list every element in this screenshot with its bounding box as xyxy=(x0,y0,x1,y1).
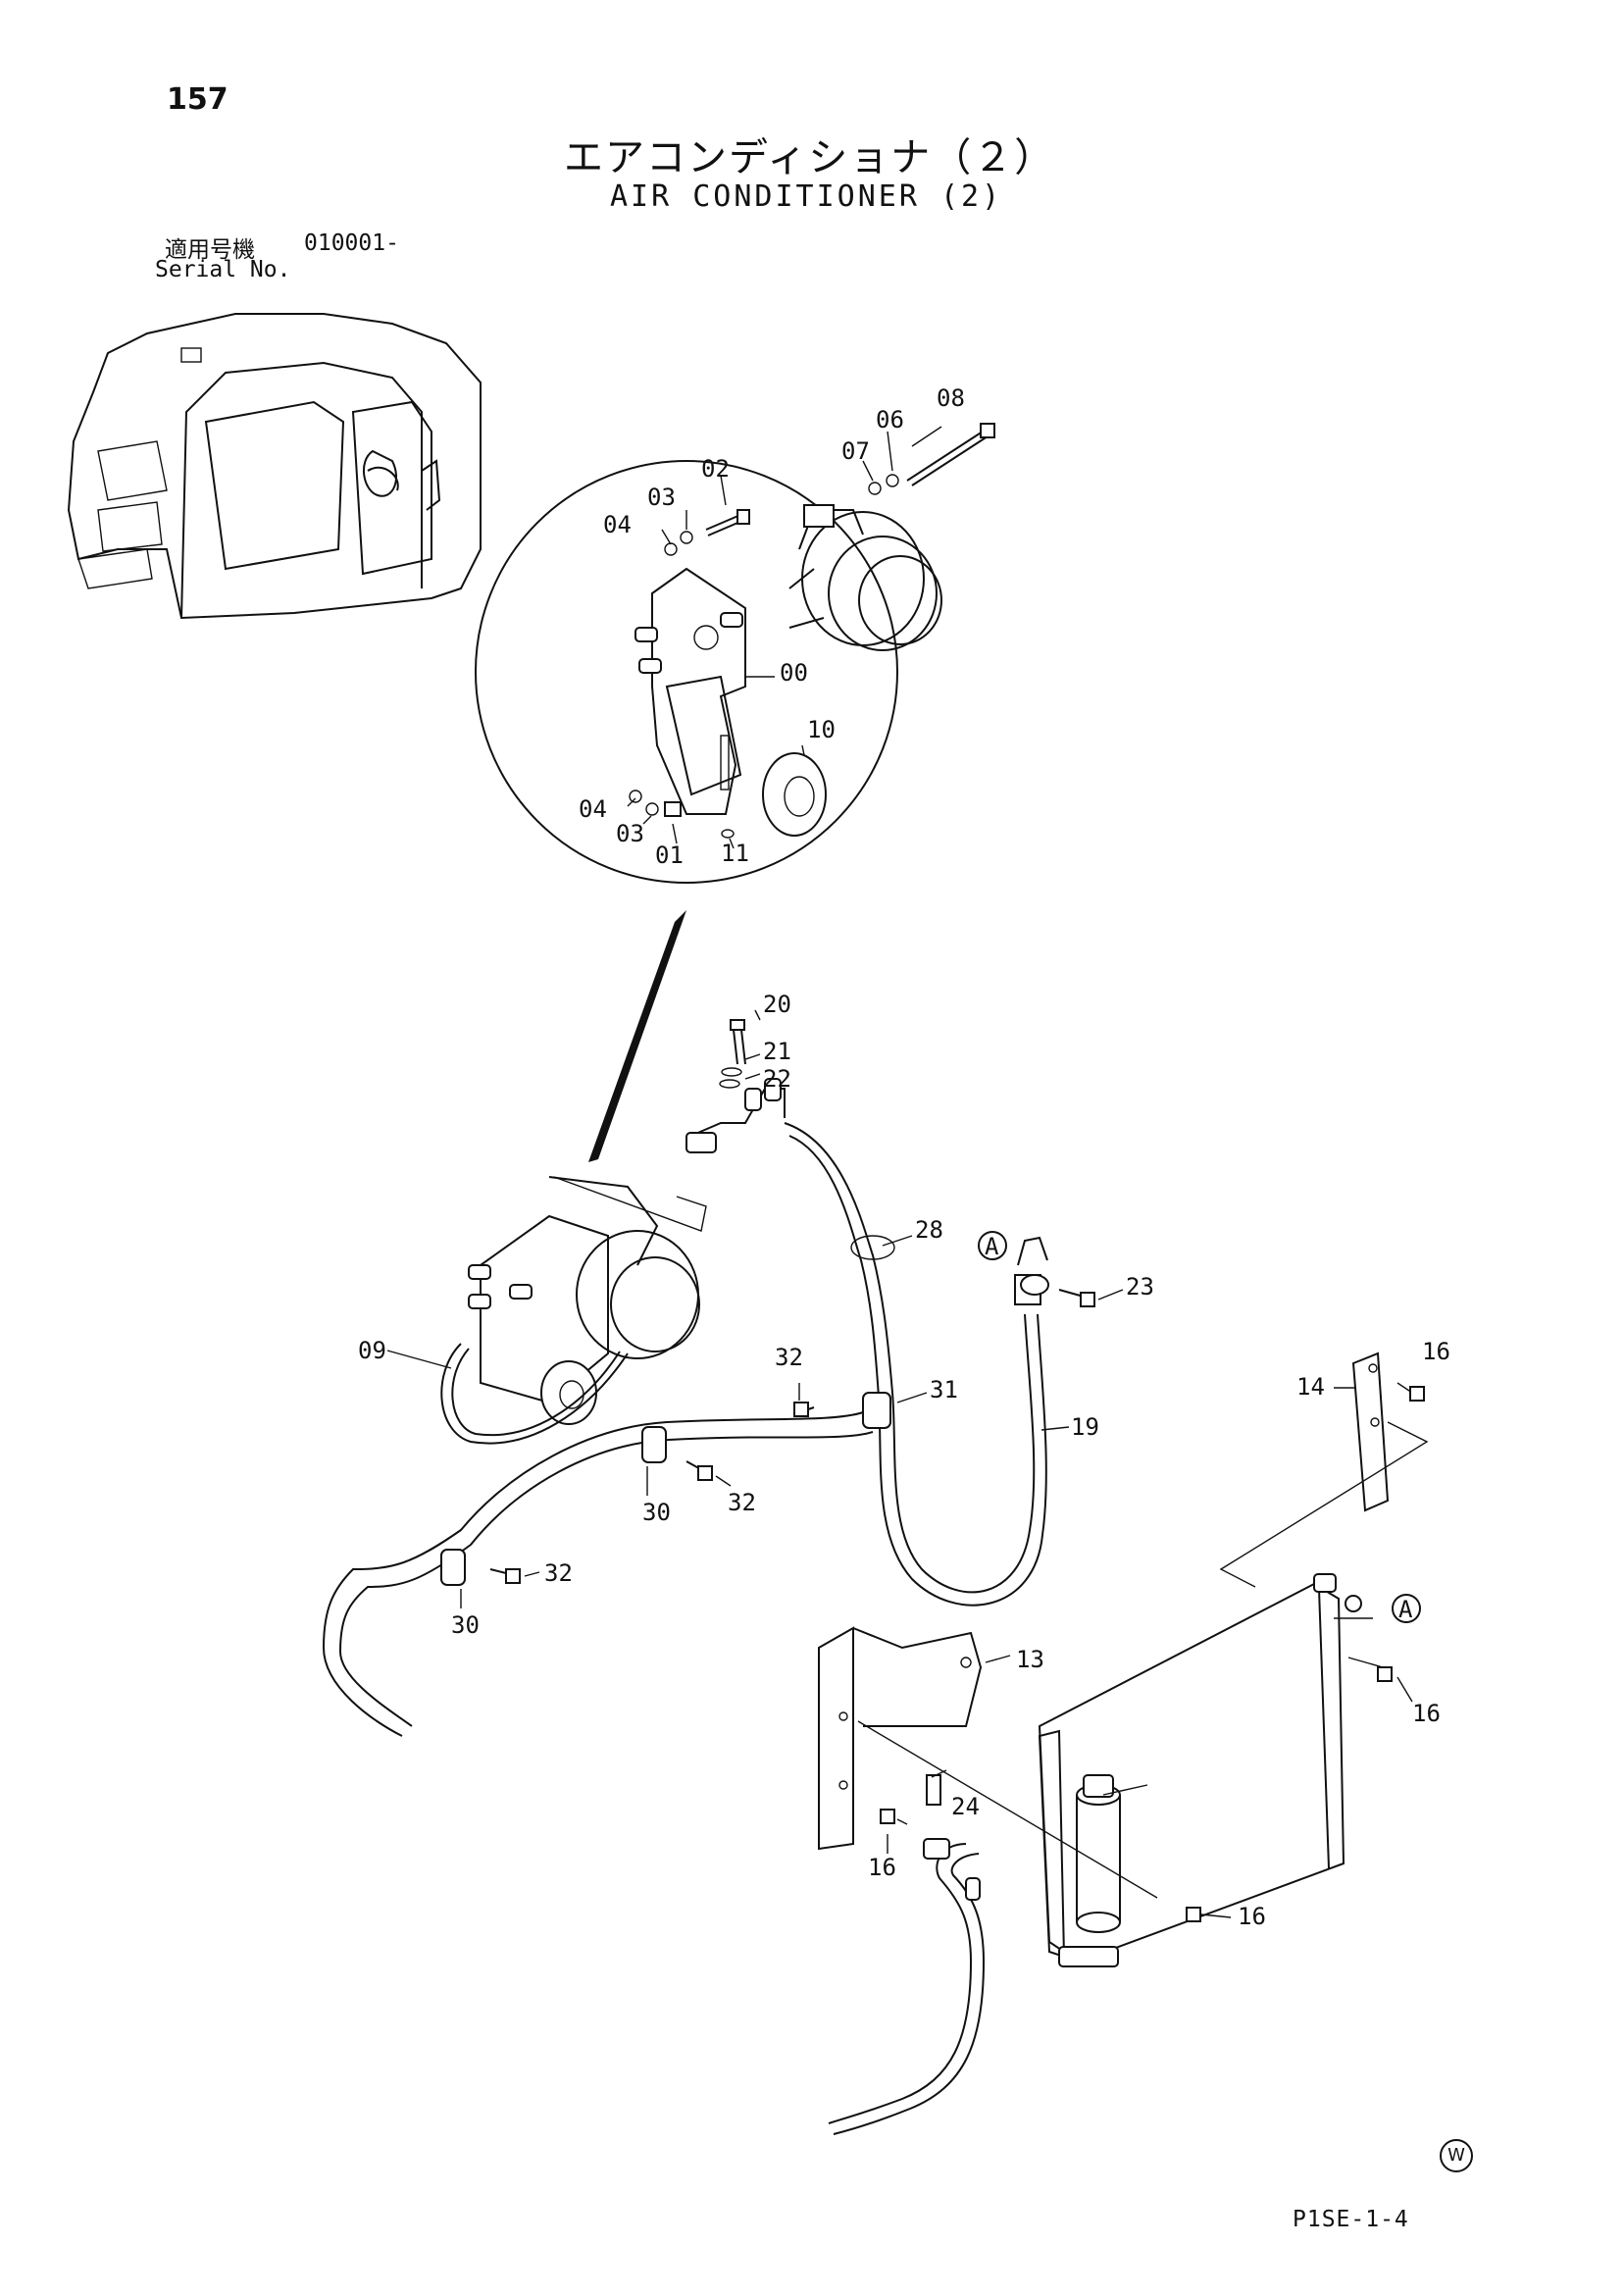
refrigerant-hose-upper xyxy=(685,1009,1124,1607)
callout-23: 23 xyxy=(1126,1273,1154,1301)
callout-04b: 04 xyxy=(579,795,607,823)
refrigerant-hose-lower xyxy=(322,1383,928,1737)
callout-19: 19 xyxy=(1071,1413,1099,1441)
callout-02: 02 xyxy=(701,455,730,483)
callout-03b: 03 xyxy=(616,820,644,847)
watermark-symbol: W xyxy=(1440,2139,1473,2172)
callout-30a: 30 xyxy=(642,1499,671,1526)
bracket-13 xyxy=(818,1626,1158,1899)
reference-marker-a-1: A xyxy=(978,1231,1007,1260)
serial-label-english: Serial No. xyxy=(155,257,291,282)
callout-04a: 04 xyxy=(603,511,632,538)
callout-30b: 30 xyxy=(451,1611,480,1639)
compressor-detail-circle xyxy=(475,423,995,1162)
callout-16d: 16 xyxy=(1238,1903,1266,1930)
callout-11: 11 xyxy=(721,840,749,867)
callout-20: 20 xyxy=(763,991,791,1018)
callout-14: 14 xyxy=(1296,1373,1325,1401)
callout-13: 13 xyxy=(1016,1646,1044,1673)
callout-a-2: A xyxy=(1398,1596,1413,1623)
callout-31: 31 xyxy=(930,1376,958,1403)
callout-24: 24 xyxy=(951,1793,980,1820)
callout-16a: 16 xyxy=(1422,1338,1450,1365)
callout-28: 28 xyxy=(915,1216,943,1244)
callout-01: 01 xyxy=(655,842,684,869)
serial-label-japanese: 適用号機 xyxy=(165,237,255,263)
callout-07: 07 xyxy=(841,437,870,465)
page-code: P1SE-1-4 xyxy=(1293,2207,1409,2232)
callout-32c: 32 xyxy=(544,1559,573,1587)
condenser-assembly xyxy=(828,1573,1413,2135)
callout-03a: 03 xyxy=(647,484,676,511)
callout-16c: 16 xyxy=(868,1854,896,1881)
callout-06: 06 xyxy=(876,406,904,434)
cab-overview-illustration xyxy=(67,313,482,620)
callout-32a: 32 xyxy=(775,1344,803,1371)
callout-21: 21 xyxy=(763,1038,791,1065)
callout-22: 22 xyxy=(763,1065,791,1093)
callout-09: 09 xyxy=(358,1337,386,1364)
page-title-japanese: エアコンディショナ（２） xyxy=(564,135,1056,180)
callout-16b: 16 xyxy=(1412,1700,1441,1727)
callout-10: 10 xyxy=(807,716,836,743)
page-title-english: AIR CONDITIONER (2) xyxy=(610,179,1003,214)
reference-marker-a-2: A xyxy=(1392,1594,1421,1623)
callout-08: 08 xyxy=(937,384,965,412)
callout-00: 00 xyxy=(780,659,808,687)
callout-a-1: A xyxy=(985,1233,999,1260)
page-number: 157 xyxy=(167,82,228,117)
serial-number-value: 010001- xyxy=(304,230,399,256)
callout-32b: 32 xyxy=(728,1489,756,1516)
bracket-14 xyxy=(1219,1352,1429,1588)
compressor-assembly xyxy=(386,1176,707,1445)
